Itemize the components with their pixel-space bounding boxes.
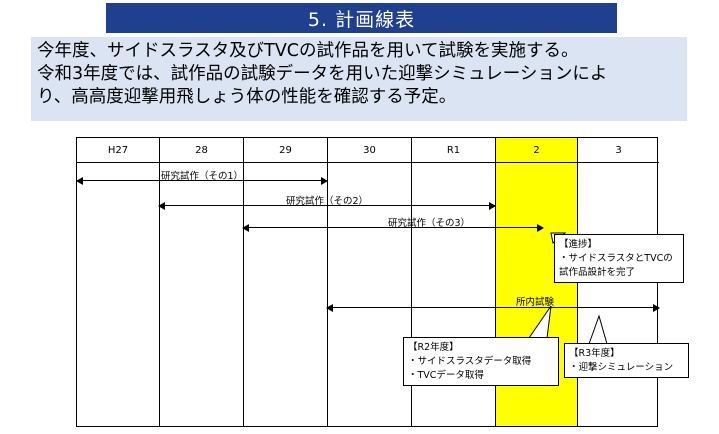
arrowhead-left (242, 224, 249, 232)
r3-callout: 【R3年度】 ・迎撃シミュレーション (564, 343, 689, 378)
bar-research-prototype-3 (242, 224, 544, 232)
r3-callout-heading: 【R3年度】 (569, 348, 620, 359)
year-header: 2 (496, 138, 577, 163)
year-column-29: 29 (243, 138, 327, 426)
year-header: 30 (328, 138, 411, 163)
year-column-28: 28 (159, 138, 243, 426)
description-line-3: り、高高度迎撃用飛しょう体の性能を確認する予定。 (37, 87, 457, 107)
r2-callout-line-1: ・サイドスラスタデータ取得 (408, 356, 532, 367)
r2-callout-tail (528, 305, 552, 339)
year-header: 28 (160, 138, 243, 163)
bar-label-research-prototype-3: 研究試作（その3） (387, 218, 471, 229)
bar-in-house-test (326, 304, 660, 312)
r3-callout-tail (588, 314, 608, 345)
arrowhead-right (489, 202, 496, 210)
r2-callout-heading: 【R2年度】 (408, 342, 459, 353)
arrowhead-right (321, 177, 328, 185)
arrowhead-right (653, 304, 660, 312)
progress-callout-line-2: 試作品設計を完了 (559, 267, 636, 278)
year-column-30: 30 (327, 138, 411, 426)
bar-label-research-prototype-1: 研究試作（その1） (160, 171, 244, 182)
progress-callout: 【進捗】 ・サイドスラスタとTVCの 試作品設計を完了 (554, 234, 684, 283)
description-line-1: 今年度、サイドスラスタ及びTVCの試作品を用いて試験を実施する。 (37, 41, 579, 61)
bar-label-research-prototype-2: 研究試作（その2） (285, 196, 369, 207)
bar-research-prototype-2 (158, 202, 496, 210)
progress-callout-line-1: ・サイドスラスタとTVCの (559, 253, 673, 264)
bar-research-prototype-1 (76, 177, 328, 185)
year-column-h27: H27 (77, 138, 159, 426)
year-header: 3 (578, 138, 659, 163)
r2-callout: 【R2年度】 ・サイドスラスタデータ取得 ・TVCデータ取得 (403, 337, 559, 386)
progress-callout-heading: 【進捗】 (559, 239, 598, 250)
description-line-2: 令和3年度では、試作品の試験データを用いた迎撃シミュレーションによ (37, 64, 608, 84)
arrowhead-left (158, 202, 165, 210)
r3-callout-line-1: ・迎撃シミュレーション (569, 362, 674, 373)
arrowhead-right (537, 224, 544, 232)
bar-label-in-house-test: 所内試験 (515, 297, 555, 308)
page-title: 5. 計画線表 (106, 3, 617, 33)
schedule-timeline: H27 28 29 30 R1 2 3 研究試作（その1） 研究試作（その2） … (76, 137, 689, 427)
r2-callout-line-2: ・TVCデータ取得 (408, 370, 484, 381)
year-column-r1: R1 (411, 138, 495, 426)
description-box: 今年度、サイドスラスタ及びTVCの試作品を用いて試験を実施する。 令和3年度では… (31, 37, 687, 121)
arrowhead-left (326, 304, 333, 312)
year-header: 29 (244, 138, 327, 163)
year-header: H27 (77, 138, 159, 163)
arrowhead-left (76, 177, 83, 185)
year-header: R1 (412, 138, 495, 163)
